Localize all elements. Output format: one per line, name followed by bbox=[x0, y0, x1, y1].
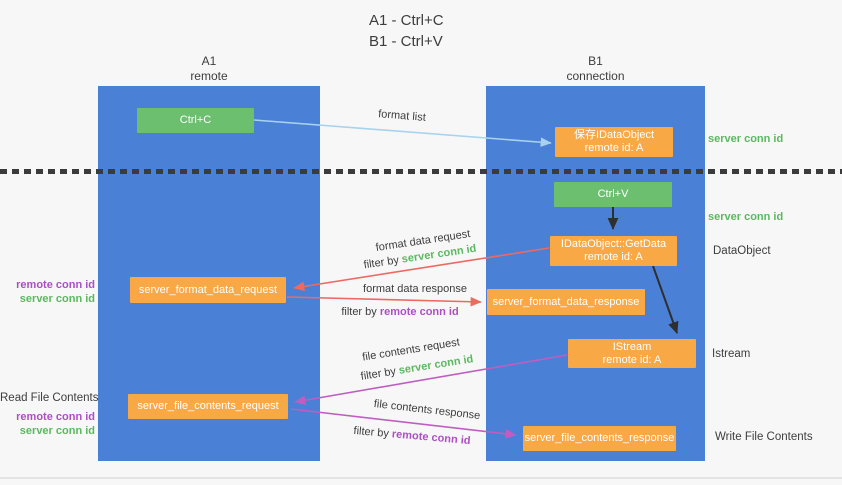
lane-b1-role: connection bbox=[566, 69, 625, 83]
lane-header-b1: B1 connection bbox=[486, 54, 705, 84]
server-format-data-request-box: server_format_data_request bbox=[130, 277, 286, 303]
label-conn-ids-format: remote conn id server conn id bbox=[0, 278, 95, 306]
diagram-title: A1 - Ctrl+C B1 - Ctrl+V bbox=[369, 10, 444, 52]
lane-a1-name: A1 bbox=[201, 54, 217, 68]
remote-conn-id-text: remote conn id bbox=[379, 306, 459, 318]
label-format-data-response: format data response bbox=[363, 283, 467, 295]
label-read-file-contents: Read File Contents bbox=[0, 392, 99, 404]
label-server-conn-id-2: server conn id bbox=[19, 425, 95, 437]
getdata-line1: IDataObject::GetData bbox=[560, 238, 667, 250]
arrow-format-list bbox=[253, 119, 552, 147]
label-remote-conn-id-2: remote conn id bbox=[16, 411, 95, 423]
getdata-line2: remote id: A bbox=[584, 251, 643, 263]
ctrl-c-box: Ctrl+C bbox=[137, 108, 254, 133]
istream-line1: IStream bbox=[612, 340, 652, 353]
bottom-divider-line bbox=[0, 477, 842, 479]
label-server-conn-id-top: server conn id bbox=[708, 133, 784, 145]
label-server-conn-id-mid: server conn id bbox=[708, 211, 784, 223]
server-format-data-response-label: server_format_data_response bbox=[492, 295, 640, 308]
label-server-conn-id-1: server conn id bbox=[19, 293, 95, 305]
ctrl-c-label: Ctrl+C bbox=[179, 114, 212, 126]
arrow-file-contents-request bbox=[294, 354, 568, 405]
getdata-box: IDataObject::GetData remote id: A bbox=[550, 236, 677, 266]
lane-a1-role: remote bbox=[190, 69, 228, 83]
label-conn-ids-file: remote conn id server conn id bbox=[0, 410, 95, 438]
dashed-separator-line bbox=[0, 169, 842, 174]
arrow-getdata-to-istream bbox=[652, 265, 679, 334]
title-line-2: B1 - Ctrl+V bbox=[369, 33, 443, 50]
lane-b1-name: B1 bbox=[588, 54, 603, 68]
save-dataobject-box: 保存IDataObject remote id: A bbox=[555, 127, 673, 157]
server-file-contents-request-box: server_file_contents_request bbox=[128, 394, 288, 419]
save-dataobject-line1: 保存IDataObject bbox=[573, 129, 655, 141]
label-istream: Istream bbox=[712, 348, 751, 360]
save-dataobject-line2: remote id: A bbox=[584, 142, 644, 154]
arrow-format-data-response bbox=[286, 296, 482, 307]
label-filter-format-response: filter by remote conn id bbox=[341, 306, 458, 318]
lane-header-a1: A1 remote bbox=[98, 54, 320, 84]
arrow-file-contents-response bbox=[290, 408, 517, 439]
server-file-contents-response-box: server_file_contents_response bbox=[523, 426, 676, 451]
label-dataobject: DataObject bbox=[713, 245, 771, 257]
ctrl-v-box: Ctrl+V bbox=[554, 182, 672, 207]
label-remote-conn-id-1: remote conn id bbox=[16, 279, 95, 291]
server-file-contents-response-label: server_file_contents_response bbox=[524, 432, 675, 444]
label-write-file-contents: Write File Contents bbox=[715, 431, 813, 443]
title-line-1: A1 - Ctrl+C bbox=[369, 12, 444, 29]
server-format-data-response-box: server_format_data_response bbox=[487, 289, 645, 315]
istream-line2: remote id: A bbox=[602, 353, 662, 366]
ctrl-v-label: Ctrl+V bbox=[597, 188, 629, 200]
server-format-data-request-label: server_format_data_request bbox=[138, 283, 278, 296]
server-file-contents-request-label: server_file_contents_request bbox=[137, 400, 279, 412]
arrow-format-data-request bbox=[293, 247, 550, 292]
istream-box: IStream remote id: A bbox=[568, 339, 696, 368]
filter-by-text: filter by bbox=[341, 306, 377, 318]
